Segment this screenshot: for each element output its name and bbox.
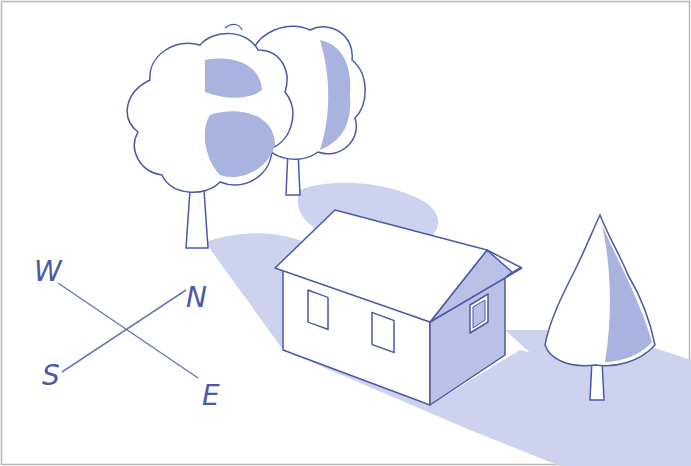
left-tree (127, 24, 293, 248)
compass-letter: E (202, 382, 220, 410)
shadows (205, 183, 691, 466)
compass-letter: S (42, 362, 60, 390)
compass-letter: W (34, 258, 62, 286)
compass-letter: N (186, 284, 207, 312)
house (275, 210, 522, 405)
compass-lines (58, 283, 198, 378)
conifer-tree (545, 215, 655, 400)
